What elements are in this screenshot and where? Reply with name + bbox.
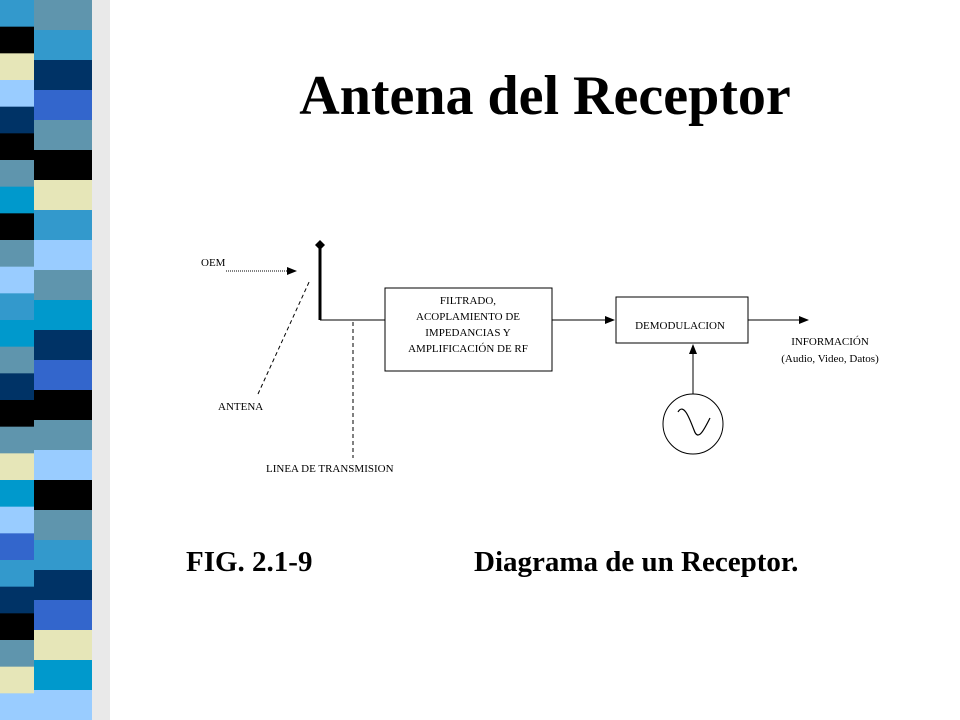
sidebar-stripe-main bbox=[34, 240, 92, 271]
sidebar-stripe-main bbox=[34, 480, 92, 511]
sidebar-stripe-left bbox=[0, 693, 34, 720]
sidebar-stripe-main bbox=[34, 540, 92, 571]
sidebar-stripe-left bbox=[0, 640, 34, 668]
antenna-tip bbox=[315, 240, 325, 250]
sine-wave-icon bbox=[677, 408, 711, 436]
sidebar-stripe-left bbox=[0, 453, 34, 481]
decorative-sidebar bbox=[0, 0, 110, 720]
sidebar-stripe-left bbox=[0, 106, 34, 134]
sidebar-stripe-main bbox=[34, 270, 92, 301]
sidebar-stripe-main bbox=[34, 180, 92, 211]
sidebar-stripe-main bbox=[34, 510, 92, 541]
sidebar-stripe-left bbox=[0, 400, 34, 428]
sidebar-stripe-main bbox=[34, 360, 92, 391]
sidebar-stripe-main bbox=[34, 120, 92, 151]
sidebar-stripe-main bbox=[34, 30, 92, 61]
sidebar-stripe-left bbox=[0, 506, 34, 534]
sidebar-stripe-left bbox=[0, 266, 34, 294]
sidebar-stripe-left bbox=[0, 240, 34, 268]
antenna-label: ANTENA bbox=[218, 401, 263, 413]
sidebar-stripe-left bbox=[0, 320, 34, 348]
sidebar-stripe-left bbox=[0, 586, 34, 614]
sidebar-stripe-main bbox=[34, 210, 92, 241]
oem-label: OEM bbox=[201, 257, 226, 269]
sidebar-stripe-left bbox=[0, 186, 34, 214]
sidebar-stripe-main bbox=[34, 690, 92, 720]
sidebar-stripe-left bbox=[0, 293, 34, 321]
sidebar-stripe-main bbox=[34, 150, 92, 181]
filter-line-1: FILTRADO, bbox=[440, 295, 496, 307]
sidebar-stripe-left bbox=[0, 80, 34, 108]
sidebar-stripe-left bbox=[0, 426, 34, 454]
sidebar-stripe-main bbox=[34, 600, 92, 631]
sidebar-stripe-main bbox=[34, 660, 92, 691]
sidebar-stripe-left bbox=[0, 613, 34, 641]
sidebar-stripe-left bbox=[0, 213, 34, 241]
figure-number: FIG. 2.1-9 bbox=[186, 546, 313, 578]
sidebar-stripe-left bbox=[0, 160, 34, 188]
sidebar-stripe-main bbox=[34, 420, 92, 451]
filter-line-3: IMPEDANCIAS Y bbox=[425, 327, 511, 339]
sidebar-stripe-main bbox=[34, 450, 92, 481]
filter-line-2: ACOPLAMIENTO DE bbox=[416, 311, 520, 323]
info-label-line-1: INFORMACIÓN bbox=[791, 336, 869, 348]
sidebar-stripe-main bbox=[34, 90, 92, 121]
sidebar-stripe-main bbox=[34, 300, 92, 331]
sidebar-stripe-left bbox=[0, 480, 34, 508]
filter-block bbox=[384, 287, 553, 372]
sidebar-stripe-left bbox=[0, 346, 34, 374]
filter-line-4: AMPLIFICACIÓN DE RF bbox=[408, 343, 528, 355]
sidebar-stripe-left bbox=[0, 666, 34, 694]
sidebar-stripe-left bbox=[0, 533, 34, 561]
demodulation-label: DEMODULACION bbox=[635, 320, 725, 332]
antenna-pointer bbox=[257, 279, 311, 395]
oscillator-circle bbox=[662, 393, 724, 455]
transmission-line-label: LINEA DE TRANSMISION bbox=[266, 463, 394, 475]
demodulation-block bbox=[615, 296, 749, 344]
slide-title: Antena del Receptor bbox=[299, 65, 791, 127]
sidebar-stripe-main bbox=[34, 630, 92, 661]
figure-caption: Diagrama de un Receptor. bbox=[474, 546, 799, 578]
sidebar-stripe-left bbox=[0, 560, 34, 588]
sidebar-stripe-main bbox=[34, 60, 92, 91]
sidebar-stripe-left bbox=[0, 53, 34, 81]
sidebar-stripe-main bbox=[34, 390, 92, 421]
sidebar-stripe-left bbox=[0, 0, 34, 28]
info-label-line-2: (Audio, Video, Datos) bbox=[781, 353, 879, 365]
sidebar-stripe-main bbox=[34, 570, 92, 601]
sidebar-stripe-main bbox=[34, 0, 92, 31]
sidebar-stripe-left bbox=[0, 373, 34, 401]
sidebar-stripe-main bbox=[34, 330, 92, 361]
sidebar-stripe-left bbox=[0, 133, 34, 161]
sidebar-stripe-left bbox=[0, 26, 34, 54]
